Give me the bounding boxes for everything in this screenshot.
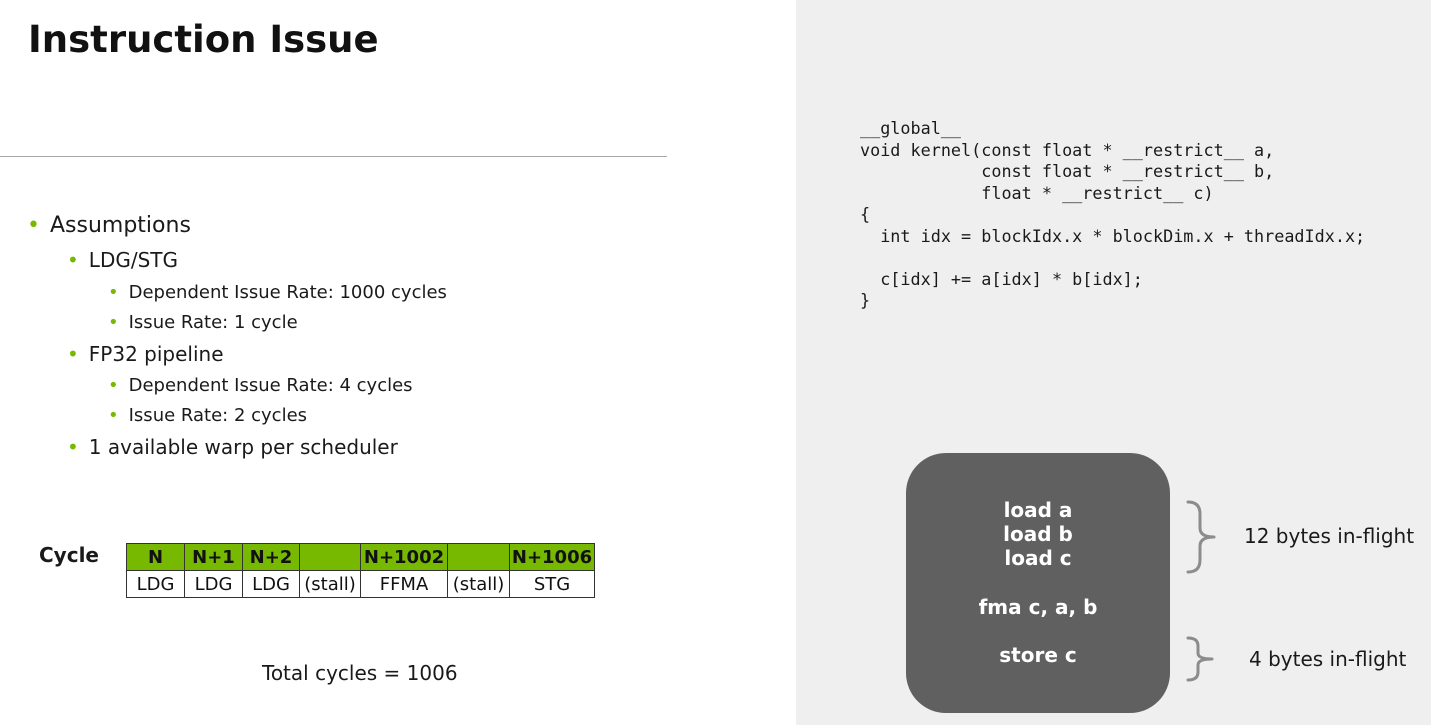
bullet-dot: • <box>108 375 119 396</box>
bullet-text: Assumptions <box>49 213 191 238</box>
cycle-instruction-cell: LDG <box>184 570 243 598</box>
bullet-dot: • <box>67 435 79 459</box>
code-line: void kernel(const float * __restrict__ a… <box>860 139 1275 160</box>
bullet-fp32-issue-rate: • Issue Rate: 2 cycles <box>108 405 307 426</box>
bullet-text: Issue Rate: 2 cycles <box>128 405 308 426</box>
bullet-text: LDG/STG <box>88 248 178 272</box>
slide-title: Instruction Issue <box>28 18 379 61</box>
cycle-header-cell: N+1006 <box>509 543 595 571</box>
cycle-stall-cell: (stall) <box>447 570 510 598</box>
bullet-text: Issue Rate: 1 cycle <box>128 312 298 333</box>
code-block: __global__ void kernel(const float * __r… <box>860 118 1365 312</box>
cycle-instruction-row: LDG LDG LDG (stall) FFMA (stall) STG <box>126 570 595 598</box>
code-line: } <box>860 290 871 310</box>
cycle-stall-cell: (stall) <box>299 570 361 598</box>
bullet-fp32: • FP32 pipeline <box>67 342 224 366</box>
instruction-load-c: load c <box>1004 546 1072 570</box>
cycle-table: N N+1 N+2 N+1002 N+1006 LDG LDG LDG (sta… <box>126 543 595 598</box>
cycle-header-cell: N+1002 <box>360 543 448 571</box>
cycle-instruction-cell: STG <box>509 570 595 598</box>
bullet-text: FP32 pipeline <box>88 342 224 366</box>
brace-loads-icon <box>1186 500 1216 574</box>
bullet-assumptions: • Assumptions <box>27 213 191 238</box>
instruction-box: load a load b load c fma c, a, b store c <box>906 453 1170 713</box>
brace-store-icon <box>1186 636 1214 682</box>
annotation-store-in-flight: 4 bytes in-flight <box>1249 647 1407 671</box>
slide-left-panel <box>0 0 796 725</box>
bullet-ldg-stg: • LDG/STG <box>67 248 178 272</box>
bullet-dot: • <box>67 248 79 272</box>
cycle-instruction-cell: FFMA <box>360 570 448 598</box>
bullet-dot: • <box>27 213 40 238</box>
bullet-dot: • <box>67 342 79 366</box>
bullet-dot: • <box>108 282 119 303</box>
bullet-ldg-issue-rate: • Issue Rate: 1 cycle <box>108 312 298 333</box>
instruction-load-a: load a <box>1003 498 1073 522</box>
bullet-dot: • <box>108 312 119 333</box>
instruction-store: store c <box>999 643 1077 667</box>
cycle-header-cell <box>447 543 510 571</box>
cycle-label: Cycle <box>39 543 99 567</box>
cycle-header-row: N N+1 N+2 N+1002 N+1006 <box>126 543 595 571</box>
code-line: __global__ <box>860 118 962 138</box>
cycle-header-cell <box>299 543 361 571</box>
cycle-header-cell: N <box>126 543 185 571</box>
bullet-text: 1 available warp per scheduler <box>88 435 398 459</box>
annotation-loads-in-flight: 12 bytes in-flight <box>1244 524 1415 548</box>
instruction-load-b: load b <box>1003 522 1073 546</box>
bullet-fp32-dependent-rate: • Dependent Issue Rate: 4 cycles <box>108 375 413 396</box>
cycle-header-cell: N+2 <box>242 543 300 571</box>
instruction-fma: fma c, a, b <box>978 595 1098 619</box>
code-line: const float * __restrict__ b, <box>860 161 1275 181</box>
bullet-text: Dependent Issue Rate: 1000 cycles <box>128 282 447 303</box>
cycle-header-cell: N+1 <box>184 543 243 571</box>
cycle-instruction-cell: LDG <box>126 570 185 598</box>
bullet-ldg-dependent-rate: • Dependent Issue Rate: 1000 cycles <box>108 282 447 303</box>
bullet-dot: • <box>108 405 119 426</box>
total-cycles: Total cycles = 1006 <box>262 661 458 685</box>
code-line: int idx = blockIdx.x * blockDim.x + thre… <box>860 225 1366 246</box>
bullet-text: Dependent Issue Rate: 4 cycles <box>128 375 413 396</box>
cycle-instruction-cell: LDG <box>242 570 300 598</box>
code-line: c[idx] += a[idx] * b[idx]; <box>860 268 1143 289</box>
title-divider <box>0 156 667 157</box>
code-line: float * __restrict__ c) <box>860 182 1214 203</box>
code-line: { <box>860 204 871 224</box>
bullet-warps: • 1 available warp per scheduler <box>67 435 398 459</box>
